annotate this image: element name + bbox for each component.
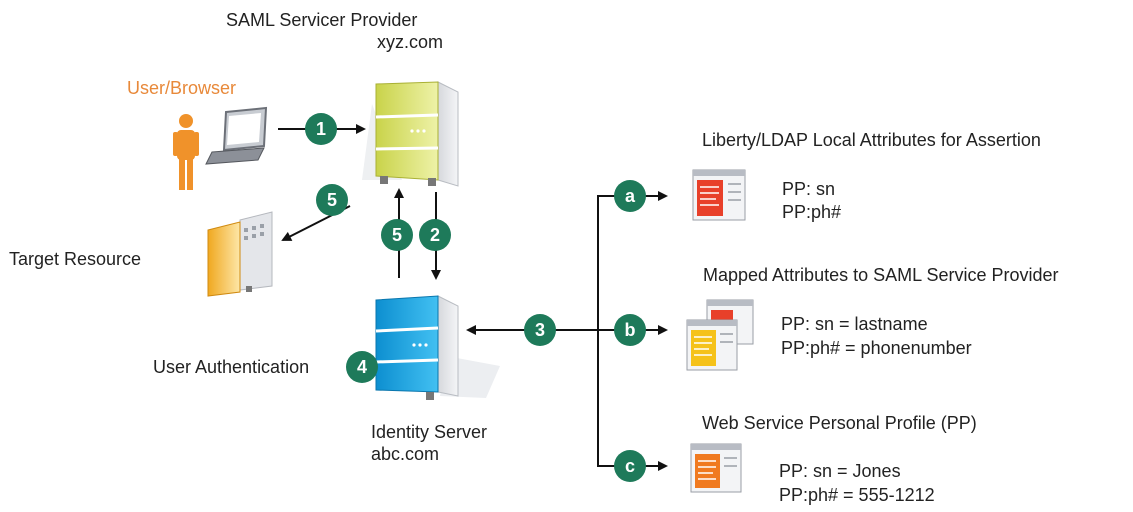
svg-text:1: 1 [316, 119, 326, 139]
step-badge-5-target: 5 [316, 184, 348, 216]
section-c-title: Web Service Personal Profile (PP) [702, 413, 977, 433]
identity-server-title: Identity Server [371, 422, 488, 442]
svg-text:5: 5 [392, 225, 402, 245]
step-badge-c: c [614, 450, 646, 482]
step-badge-1: 1 [305, 113, 337, 145]
user-icon [173, 114, 199, 190]
step-badge-4: 4 [346, 351, 378, 383]
user-browser-label: User/Browser [127, 78, 237, 98]
section-b-title: Mapped Attributes to SAML Service Provid… [703, 265, 1059, 285]
service-provider-title: SAML Servicer Provider [226, 10, 418, 30]
connectors [278, 124, 668, 471]
step-badge-b: b [614, 314, 646, 346]
document-icon-a [692, 169, 746, 221]
step-badge-2: 2 [419, 219, 451, 251]
document-icon-c [690, 443, 742, 493]
svg-text:4: 4 [357, 357, 367, 377]
step-badge-3: 3 [524, 314, 556, 346]
identity-server-domain: abc.com [371, 444, 440, 464]
document-icon-b [686, 299, 754, 371]
identity-server-icon [375, 295, 500, 400]
section-c-line1: PP: sn = Jones [779, 461, 901, 481]
section-a-title: Liberty/LDAP Local Attributes for Assert… [702, 130, 1041, 150]
section-b-line2: PP:ph# = phonenumber [781, 338, 972, 358]
svg-text:a: a [625, 186, 636, 206]
user-authentication-label: User Authentication [153, 357, 310, 377]
section-c-line2: PP:ph# = 555-1212 [779, 485, 935, 505]
svg-text:c: c [625, 456, 635, 476]
service-provider-server-icon [362, 81, 459, 187]
target-resource-label: Target Resource [9, 249, 142, 269]
svg-text:2: 2 [430, 225, 440, 245]
section-a-line2: PP:ph# [782, 202, 842, 222]
service-provider-domain: xyz.com [377, 32, 444, 52]
svg-text:5: 5 [327, 190, 337, 210]
section-a-line1: PP: sn [782, 179, 836, 199]
step-badge-5-return: 5 [381, 219, 413, 251]
section-b-line1: PP: sn = lastname [781, 314, 928, 334]
svg-text:3: 3 [535, 320, 545, 340]
laptop-icon [205, 106, 268, 165]
svg-text:b: b [625, 320, 636, 340]
target-resource-icon [207, 211, 273, 297]
step-badge-a: a [614, 180, 646, 212]
